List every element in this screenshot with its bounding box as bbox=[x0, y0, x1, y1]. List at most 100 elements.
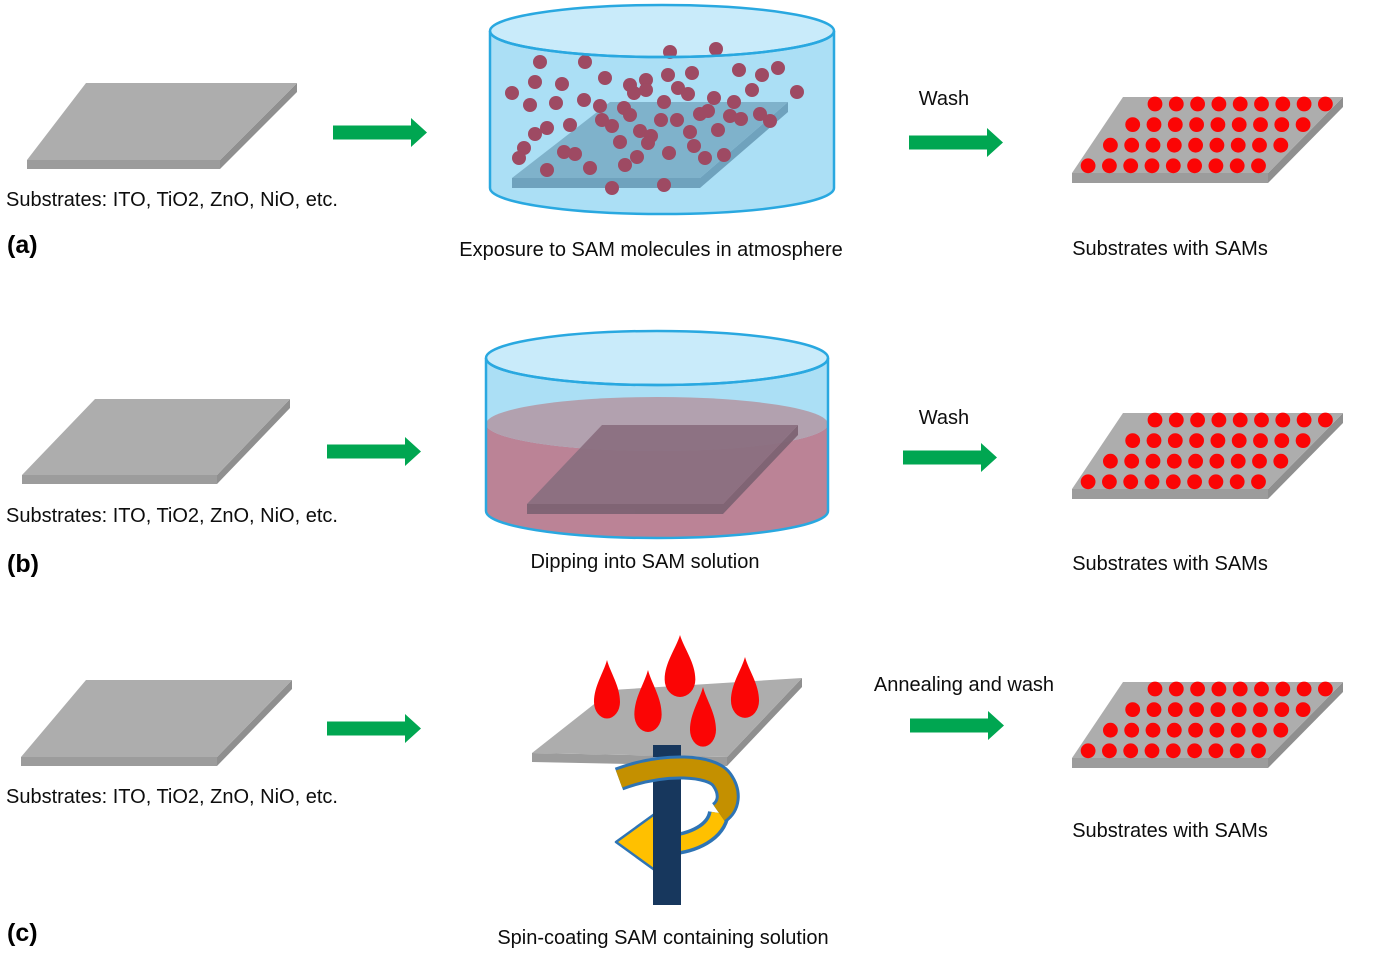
sam-dot bbox=[1190, 412, 1205, 428]
beaker-a bbox=[488, 3, 836, 216]
sam-dot bbox=[1147, 681, 1163, 697]
sam-dot bbox=[1273, 137, 1289, 153]
result-label-a: Substrates with SAMs bbox=[1072, 238, 1268, 260]
sam-dot bbox=[1296, 96, 1312, 112]
sam-dot bbox=[1253, 433, 1268, 448]
sam-molecule bbox=[533, 55, 547, 69]
sam-dot bbox=[1123, 474, 1139, 490]
anneal-arrow-c bbox=[910, 711, 1004, 740]
sam-dot bbox=[1145, 722, 1161, 738]
sam-dot bbox=[1211, 96, 1227, 112]
substrate-label-b: Substrates: ITO, TiO2, ZnO, NiO, etc. bbox=[6, 505, 338, 527]
sam-molecule bbox=[753, 107, 767, 121]
sam-dot bbox=[1189, 702, 1204, 717]
result-label-c: Substrates with SAMs bbox=[1072, 820, 1268, 842]
sam-dot bbox=[1251, 474, 1266, 490]
sam-molecule bbox=[563, 118, 577, 132]
sam-dot bbox=[1275, 681, 1291, 697]
sam-dot bbox=[1188, 722, 1203, 738]
sam-dot bbox=[1275, 412, 1291, 428]
sam-dot bbox=[1080, 474, 1096, 490]
wash-label-a: Wash bbox=[918, 88, 970, 110]
panel-letter-a: (a) bbox=[7, 231, 38, 259]
process-label-a: Exposure to SAM molecules in atmosphere bbox=[459, 239, 843, 261]
sam-dot bbox=[1211, 412, 1227, 428]
sam-dot bbox=[1165, 474, 1181, 490]
sam-molecule bbox=[568, 147, 582, 161]
process-arrow-a1 bbox=[333, 118, 427, 147]
sam-dot bbox=[1187, 158, 1202, 174]
sam-dots-a bbox=[1080, 96, 1333, 174]
sam-molecule bbox=[654, 113, 668, 127]
sam-dot bbox=[1318, 96, 1333, 112]
wash-arrow-a bbox=[909, 128, 1003, 157]
sam-dot bbox=[1166, 137, 1182, 153]
sam-molecule bbox=[717, 148, 731, 162]
sam-dot bbox=[1165, 743, 1181, 759]
sam-dot bbox=[1208, 158, 1224, 174]
sam-dot bbox=[1295, 117, 1311, 132]
sam-molecule bbox=[578, 55, 592, 69]
sam-substrate-c bbox=[1072, 681, 1343, 768]
sam-molecule bbox=[709, 42, 723, 56]
sam-dot bbox=[1187, 474, 1202, 490]
sam-dot bbox=[1147, 96, 1163, 112]
sam-dot bbox=[1080, 743, 1096, 759]
sam-molecule bbox=[745, 83, 759, 97]
sam-molecule bbox=[583, 161, 597, 175]
sam-dot bbox=[1251, 743, 1266, 759]
sam-dot bbox=[1229, 743, 1245, 759]
bare-substrate-b bbox=[22, 399, 290, 484]
sam-dot bbox=[1146, 117, 1162, 132]
sam-molecule bbox=[687, 139, 701, 153]
sam-molecule bbox=[661, 68, 675, 82]
sam-dot bbox=[1232, 412, 1248, 428]
sam-dot bbox=[1210, 433, 1226, 448]
process-arrow-c1 bbox=[327, 714, 421, 743]
sam-dot bbox=[1103, 453, 1118, 469]
sam-dot bbox=[1253, 702, 1268, 717]
sam-molecule bbox=[670, 113, 684, 127]
sam-molecule bbox=[727, 95, 741, 109]
sam-molecule bbox=[657, 178, 671, 192]
sam-dot bbox=[1209, 453, 1225, 469]
sam-dot bbox=[1229, 474, 1245, 490]
sam-molecule bbox=[701, 104, 715, 118]
sam-molecule bbox=[663, 45, 677, 59]
sam-dot bbox=[1187, 743, 1202, 759]
sam-molecule bbox=[613, 135, 627, 149]
sam-dot bbox=[1211, 681, 1227, 697]
sam-dot bbox=[1274, 702, 1290, 717]
sam-dot bbox=[1229, 158, 1245, 174]
sam-molecule bbox=[623, 108, 637, 122]
sam-molecule bbox=[605, 119, 619, 133]
sam-dot bbox=[1188, 137, 1203, 153]
sam-dot bbox=[1190, 681, 1205, 697]
substrate-label-a: Substrates: ITO, TiO2, ZnO, NiO, etc. bbox=[6, 189, 338, 211]
process-arrow-b1 bbox=[327, 437, 421, 466]
sam-molecule bbox=[618, 158, 632, 172]
sam-dot bbox=[1232, 96, 1248, 112]
sam-substrate-b bbox=[1072, 412, 1343, 499]
sam-molecule bbox=[630, 150, 644, 164]
sam-dot bbox=[1232, 681, 1248, 697]
sam-dot bbox=[1210, 702, 1226, 717]
sam-molecule bbox=[639, 83, 653, 97]
sam-dot bbox=[1166, 453, 1182, 469]
sam-molecule bbox=[681, 87, 695, 101]
sam-dot bbox=[1231, 433, 1247, 448]
sam-molecule bbox=[512, 151, 526, 165]
sam-dot bbox=[1145, 137, 1161, 153]
sam-dot bbox=[1190, 96, 1205, 112]
sam-dots-c bbox=[1080, 681, 1333, 759]
sam-molecule bbox=[528, 75, 542, 89]
sam-dot bbox=[1145, 453, 1161, 469]
sam-dot bbox=[1103, 137, 1118, 153]
sam-dot bbox=[1168, 412, 1184, 428]
sam-molecule bbox=[540, 121, 554, 135]
sam-molecule bbox=[707, 91, 721, 105]
sam-dot bbox=[1273, 722, 1289, 738]
sam-dot bbox=[1252, 722, 1267, 738]
sam-dot bbox=[1168, 96, 1184, 112]
sam-dot bbox=[1318, 412, 1333, 428]
